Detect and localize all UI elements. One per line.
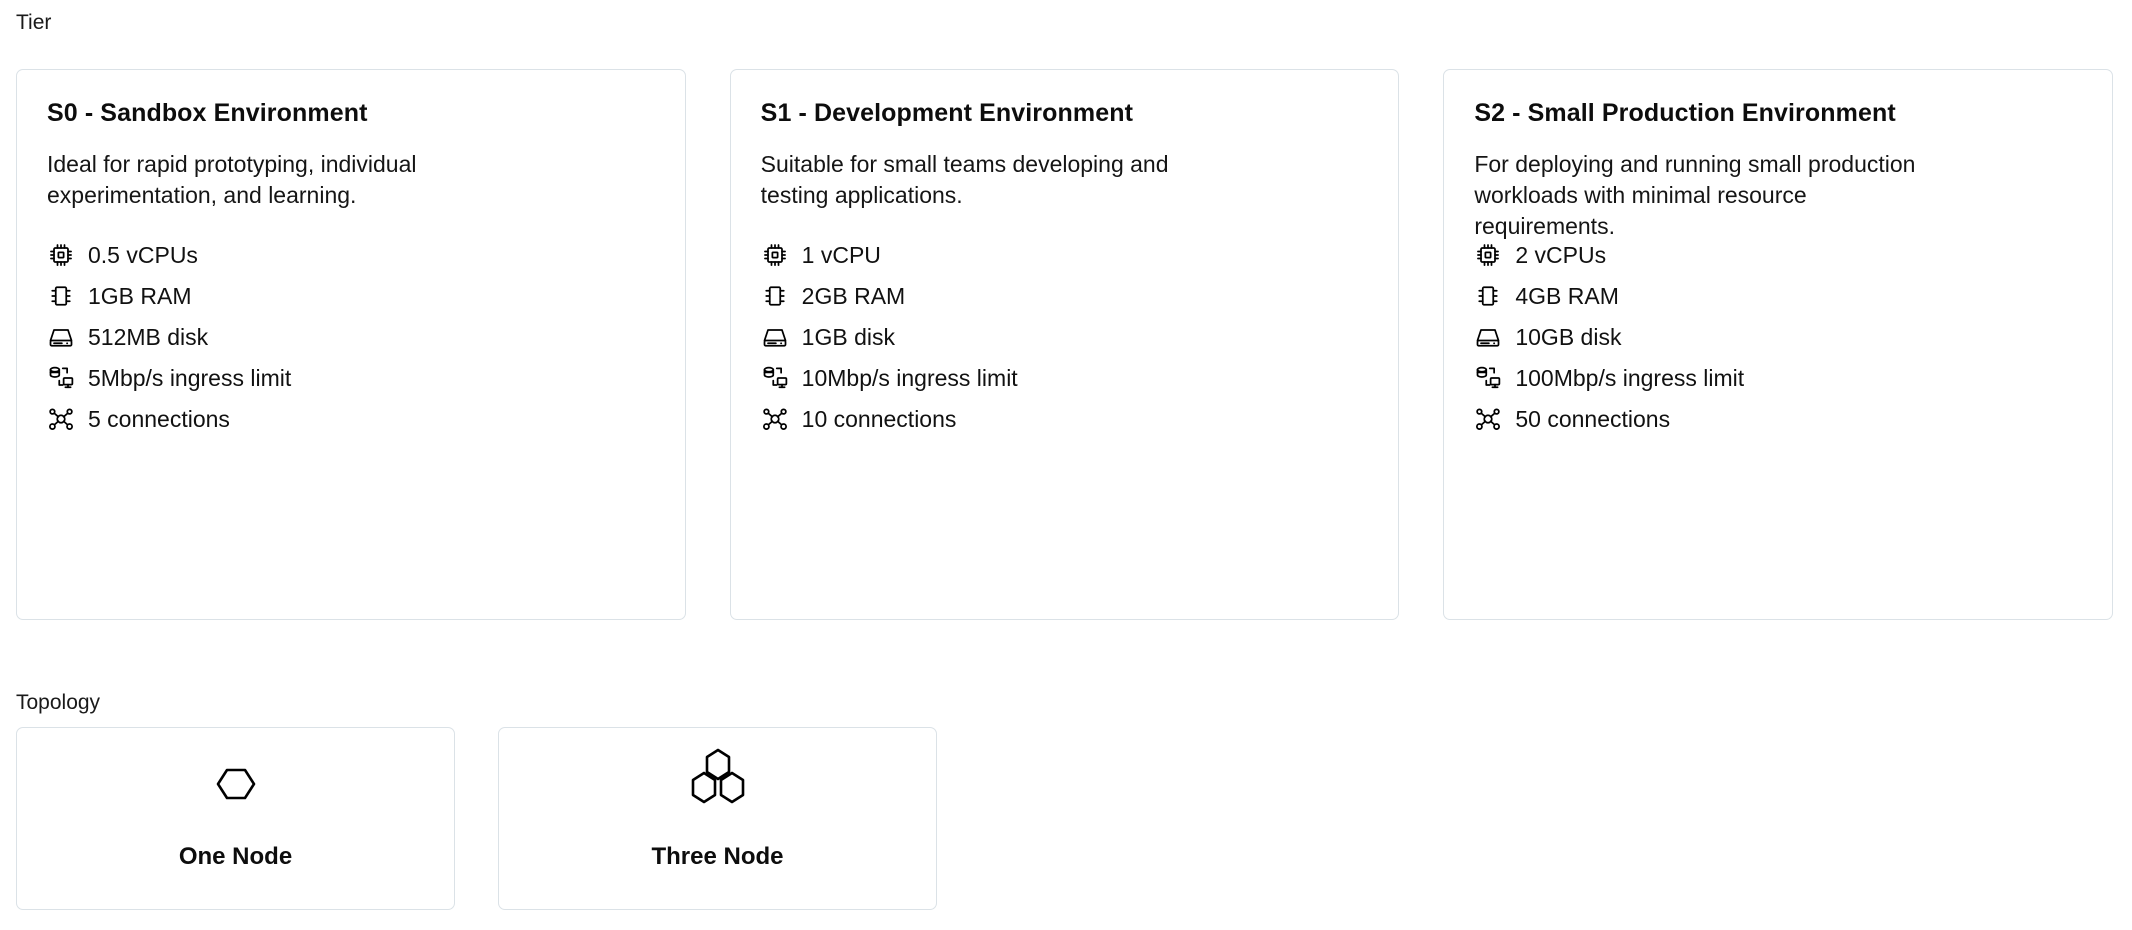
spec-row-disk: 10GB disk	[1474, 316, 2092, 357]
hard-drive-icon	[47, 323, 75, 351]
spec-text: 2 vCPUs	[1515, 241, 1607, 268]
spec-row-ingress: 10Mbp/s ingress limit	[761, 357, 1379, 398]
tier-spec-list: 0.5 vCPUs 1GB RAM	[47, 234, 665, 439]
network-ingress-icon	[1474, 364, 1502, 392]
spec-text: 5Mbp/s ingress limit	[88, 364, 292, 391]
topology-card-three-node[interactable]: Three Node	[498, 727, 937, 910]
spec-text: 50 connections	[1515, 405, 1671, 432]
tier-card-title: S1 - Development Environment	[760, 99, 1133, 127]
network-ingress-icon	[761, 364, 789, 392]
spec-text: 10 connections	[801, 405, 957, 432]
spec-row-memory: 4GB RAM	[1474, 275, 2092, 316]
tier-card-title: S2 - Small Production Environment	[1474, 99, 1896, 127]
spec-row-cpu: 0.5 vCPUs	[47, 234, 665, 275]
share-network-icon	[1474, 405, 1502, 433]
memory-icon	[1474, 282, 1502, 310]
spec-row-disk: 1GB disk	[761, 316, 1379, 357]
share-network-icon	[761, 405, 789, 433]
spec-text: 2GB RAM	[801, 282, 906, 309]
spec-text: 1 vCPU	[801, 241, 881, 268]
spec-row-memory: 1GB RAM	[47, 275, 665, 316]
spec-row-memory: 2GB RAM	[761, 275, 1379, 316]
tier-spec-list: 1 vCPU 2GB RAM	[761, 234, 1379, 439]
tier-card-title: S0 - Sandbox Environment	[47, 99, 368, 127]
spec-text: 10Mbp/s ingress limit	[801, 364, 1018, 391]
tier-card-s0[interactable]: S0 - Sandbox Environment Ideal for rapid…	[16, 69, 686, 620]
spec-row-connections: 50 connections	[1474, 398, 2092, 439]
tier-spec-list: 2 vCPUs 4GB RAM	[1474, 234, 2092, 439]
cpu-icon	[1474, 241, 1502, 269]
spec-row-connections: 5 connections	[47, 398, 665, 439]
spec-text: 5 connections	[88, 405, 230, 432]
spec-row-cpu: 2 vCPUs	[1474, 234, 2092, 275]
spec-row-connections: 10 connections	[761, 398, 1379, 439]
topology-section-label: Topology	[16, 691, 101, 714]
spec-row-ingress: 5Mbp/s ingress limit	[47, 357, 665, 398]
spec-row-ingress: 100Mbp/s ingress limit	[1474, 357, 2092, 398]
network-ingress-icon	[47, 364, 75, 392]
tier-card-description: Ideal for rapid prototyping, individual …	[47, 151, 417, 208]
spec-text: 1GB disk	[801, 323, 895, 350]
spec-text: 10GB disk	[1515, 323, 1622, 350]
topology-card-label: One Node	[178, 843, 293, 870]
spec-row-cpu: 1 vCPU	[761, 234, 1379, 275]
topology-card-list: One Node Three Node	[16, 727, 937, 910]
tier-card-description: Suitable for small teams developing and …	[760, 151, 1169, 208]
tier-card-list: S0 - Sandbox Environment Ideal for rapid…	[16, 69, 2114, 620]
spec-text: 1GB RAM	[88, 282, 192, 309]
three-hexagon-icon	[682, 748, 754, 817]
tier-card-description: For deploying and running small producti…	[1474, 151, 1916, 239]
tier-card-s1[interactable]: S1 - Development Environment Suitable fo…	[729, 69, 1400, 620]
memory-icon	[761, 282, 789, 310]
tier-section-label: Tier	[16, 11, 52, 34]
spec-text: 100Mbp/s ingress limit	[1515, 364, 1745, 391]
cpu-icon	[761, 241, 789, 269]
spec-text: 512MB disk	[88, 323, 209, 350]
share-network-icon	[47, 405, 75, 433]
spec-row-disk: 512MB disk	[47, 316, 665, 357]
spec-text: 0.5 vCPUs	[88, 241, 198, 268]
tier-card-s2[interactable]: S2 - Small Production Environment For de…	[1443, 69, 2114, 620]
cpu-icon	[47, 241, 75, 269]
hard-drive-icon	[761, 323, 789, 351]
one-hexagon-icon	[214, 753, 258, 817]
spec-text: 4GB RAM	[1515, 282, 1619, 309]
hard-drive-icon	[1474, 323, 1502, 351]
memory-icon	[47, 282, 75, 310]
topology-card-label: Three Node	[651, 843, 784, 870]
topology-card-one-node[interactable]: One Node	[16, 727, 455, 910]
